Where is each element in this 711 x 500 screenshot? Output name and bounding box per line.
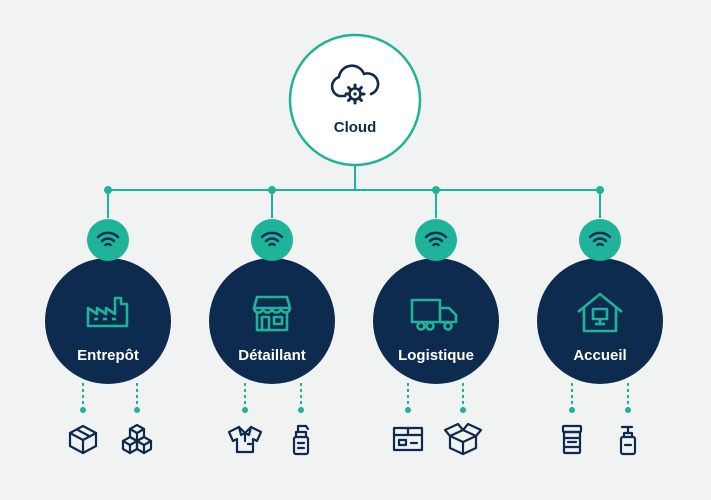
- house-computer-icon: [577, 292, 623, 333]
- junction-dot-2: [268, 186, 276, 194]
- junction-dot-3: [432, 186, 440, 194]
- polo-shirt-icon: [227, 425, 263, 454]
- wifi-icon: [588, 231, 612, 247]
- spray-bottle-icon: [292, 424, 310, 456]
- wifi-icon: [96, 231, 120, 247]
- wifi-icon: [260, 231, 284, 247]
- cloud-node: [288, 33, 422, 167]
- cloud-gear-icon: [330, 64, 380, 105]
- device-connector-dots: [80, 407, 631, 413]
- wifi-badges-front: [87, 219, 621, 261]
- node-circle-detaillant: [209, 258, 335, 384]
- node-label-detaillant: Détaillant: [238, 347, 306, 364]
- node-label-logistique: Logistique: [398, 347, 474, 364]
- device-connectors: [82, 383, 629, 408]
- node-label-accueil: Accueil: [573, 347, 627, 364]
- wifi-badge-3: [415, 219, 457, 261]
- storefront-icon: [252, 295, 292, 332]
- wifi-badges: [87, 219, 621, 261]
- node-circle-entrepot: [45, 258, 171, 384]
- shipping-box-label-icon: [392, 426, 424, 452]
- wifi-badge-4: [579, 219, 621, 261]
- medicine-jar-icon: [561, 424, 583, 455]
- soap-dispenser-icon: [619, 425, 637, 456]
- location-nodes: [45, 258, 663, 384]
- open-box-icon: [443, 422, 483, 456]
- wifi-icon: [424, 231, 448, 247]
- box-icon: [68, 424, 98, 455]
- factory-icon: [86, 296, 129, 328]
- connector-lines: [107, 160, 601, 218]
- junction-dots: [104, 186, 604, 194]
- junction-dot-4: [596, 186, 604, 194]
- wifi-badge-2: [251, 219, 293, 261]
- node-label-entrepot: Entrepôt: [77, 347, 139, 364]
- delivery-truck-icon: [410, 298, 458, 331]
- wifi-badge-1: [87, 219, 129, 261]
- junction-dot-1: [104, 186, 112, 194]
- stacked-boxes-icon: [121, 423, 153, 455]
- cloud-label: Cloud: [333, 119, 377, 136]
